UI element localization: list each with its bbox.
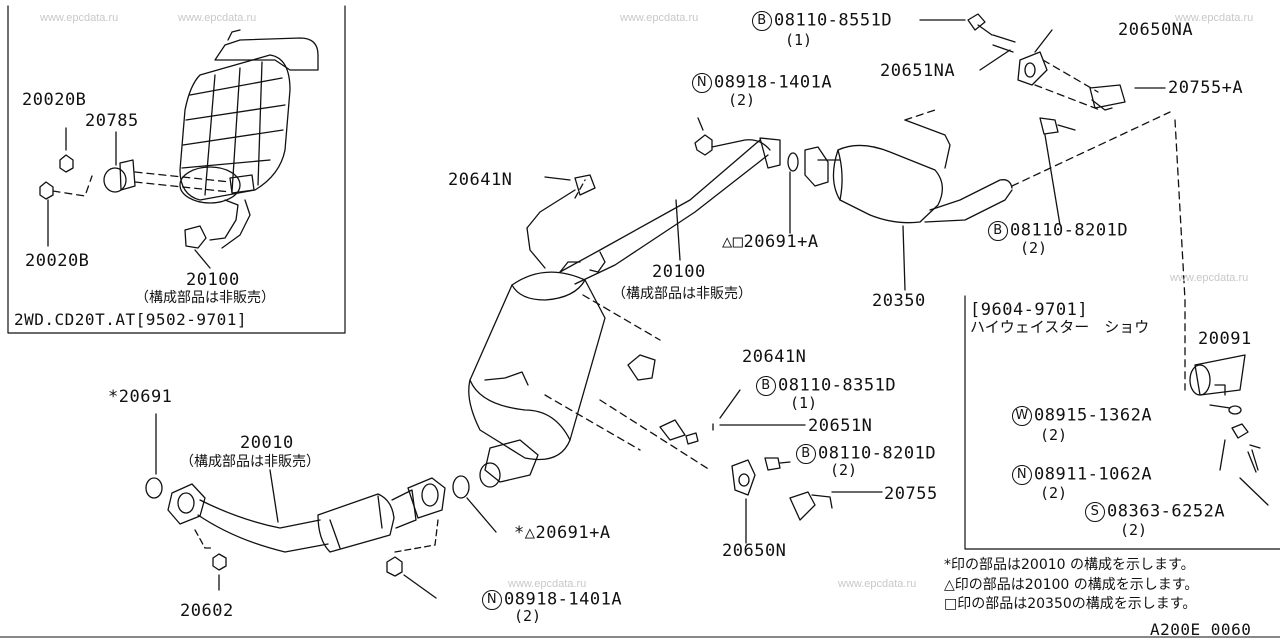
qty: (2) (514, 607, 542, 625)
qty: (2) (1040, 484, 1068, 502)
tail-tip-drawing (1189, 354, 1269, 506)
rear-muffler-drawing (804, 109, 1186, 391)
watermark: www.epcdata.ru (838, 578, 917, 590)
nut-badge: N (1012, 465, 1032, 485)
right-inset-frame (964, 295, 1280, 550)
label-20691A: △□20691+A (722, 232, 819, 252)
qty: (2) (728, 91, 756, 109)
qty: (2) (830, 461, 858, 479)
watermark: www.epcdata.ru (1175, 12, 1254, 24)
rear-hanger-drawing (919, 13, 1166, 226)
watermark: www.epcdata.ru (178, 12, 257, 24)
legend-line-3: □印の部品は20350の構成を示します。 (944, 596, 1197, 612)
watermark: www.epcdata.ru (620, 12, 699, 24)
screw-badge: S (1085, 502, 1105, 522)
center-muffler-drawing (468, 117, 799, 488)
legend-line-1: *印の部品は20010 の構成を示します。 (944, 557, 1195, 573)
label-20785: 20785 (85, 111, 139, 131)
label-20755: 20755 (884, 484, 938, 504)
qty: (1) (785, 31, 813, 49)
label-20755A: 20755+A (1168, 78, 1244, 98)
label-20010: 20010 (240, 433, 294, 453)
label-20641N-top: 20641N (448, 170, 513, 190)
watermark: www.epcdata.ru (508, 578, 587, 590)
left-catalyst-drawing (39, 29, 319, 269)
inset-date-range: [9604-9701] (970, 300, 1089, 320)
label-non-sale-note: （構成部品は非販売） (135, 290, 275, 306)
left-inset-frame (7, 5, 346, 334)
label-20691A-bottom: *△20691+A (514, 523, 611, 543)
watermark: www.epcdata.ru (40, 12, 119, 24)
label-non-sale-note: （構成部品は非販売） (612, 286, 752, 302)
label-20651NA: 20651NA (880, 61, 956, 81)
label-20020B-top: 20020B (22, 90, 87, 110)
label-non-sale-note: （構成部品は非販売） (180, 454, 320, 470)
mid-hanger-drawing (712, 389, 883, 544)
label-20602: 20602 (180, 601, 234, 621)
label-20641N-mid: 20641N (742, 347, 807, 367)
label-20650NA: 20650NA (1118, 20, 1194, 40)
label-20650N: 20650N (722, 541, 787, 561)
qty: (2) (1040, 426, 1068, 444)
label-20651N: 20651N (808, 416, 873, 436)
qty: (2) (1020, 239, 1048, 257)
front-pipe-drawing (145, 413, 497, 599)
inset-variant-label: 2WD.CD20T.AT[9502-9701] (14, 310, 248, 329)
label-20091: 20091 (1198, 329, 1252, 349)
label-20020B-bottom: 20020B (25, 251, 90, 271)
label-star-20691: *20691 (108, 387, 173, 407)
label-20100-inset: 20100 (186, 270, 240, 290)
label-20350: 20350 (872, 291, 926, 311)
label-20100: 20100 (652, 262, 706, 282)
watermark: www.epcdata.ru (1170, 272, 1249, 284)
qty: (1) (790, 394, 818, 412)
legend-line-2: △印の部品は20100 の構成を示します。 (944, 577, 1199, 593)
washer-badge: W (1012, 406, 1032, 426)
qty: (2) (1120, 521, 1148, 539)
diagram-code: A200E 0060 (1150, 620, 1252, 639)
inset-model-note: ハイウェイスター ショウ (970, 318, 1150, 336)
